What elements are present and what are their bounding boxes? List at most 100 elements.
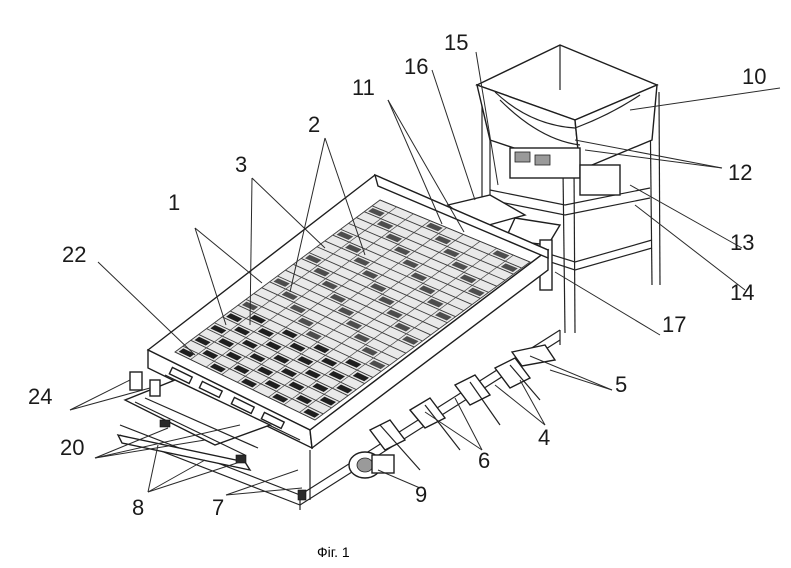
- grid-line: [222, 316, 365, 384]
- callout-9: 9: [415, 482, 427, 507]
- grid-cell: [281, 291, 298, 300]
- grid-cell: [376, 220, 394, 230]
- grid-line: [293, 263, 440, 330]
- grid-cell: [353, 333, 370, 343]
- grid-cell: [425, 222, 443, 232]
- grid-cell: [337, 307, 355, 316]
- grid-line: [205, 213, 414, 368]
- grid-cell: [345, 358, 362, 368]
- leader-lines: [69, 51, 781, 496]
- grid-line: [308, 252, 456, 318]
- grid-cell: [434, 235, 452, 245]
- sieve-grid: [174, 199, 531, 421]
- grid-cell: [329, 293, 347, 303]
- grid-cell: [312, 383, 329, 392]
- grid-cell: [368, 208, 385, 217]
- grid-cell: [426, 298, 444, 308]
- grid-cell: [233, 365, 250, 374]
- grid-cell: [272, 393, 289, 403]
- grid-cell: [289, 342, 306, 352]
- grid-cell: [209, 363, 226, 373]
- callout-17: 17: [662, 312, 686, 337]
- grid-cell: [378, 296, 395, 306]
- grid-cell: [249, 353, 266, 363]
- grid-line: [332, 234, 481, 299]
- actuators: [368, 344, 557, 471]
- hopper-assembly: [433, 44, 661, 334]
- grid-cell: [297, 356, 314, 366]
- grid-cell: [218, 338, 235, 348]
- callout-1: 1: [168, 190, 180, 215]
- grid-cell: [249, 314, 267, 324]
- grid-cell: [297, 317, 314, 327]
- grid-cell: [328, 371, 345, 380]
- grid-cell: [210, 325, 227, 334]
- callout-4: 4: [538, 425, 550, 450]
- grid-line: [364, 211, 514, 275]
- grid-cell: [202, 350, 219, 359]
- grid-cell: [451, 261, 469, 271]
- callout-12: 12: [728, 160, 752, 185]
- grid-line: [324, 240, 473, 305]
- grid-cell: [353, 257, 370, 266]
- grid-line: [245, 298, 390, 366]
- sieve-cells: [178, 208, 518, 418]
- grid-cell: [443, 248, 460, 258]
- grid-line: [269, 281, 415, 348]
- grid-cell: [361, 270, 379, 279]
- grid-line: [261, 287, 407, 354]
- grid-line: [340, 228, 489, 293]
- grid-cell: [319, 396, 336, 406]
- grid-line: [206, 328, 349, 397]
- callout-5: 5: [615, 372, 627, 397]
- grid-line: [190, 206, 397, 360]
- grid-line: [190, 339, 332, 409]
- grid-line: [299, 254, 514, 413]
- callout-14: 14: [730, 280, 754, 305]
- callout-7: 7: [212, 495, 224, 520]
- grid-cell: [295, 395, 313, 405]
- grid-line: [237, 304, 382, 372]
- callout-13: 13: [730, 230, 754, 255]
- grid-cell: [370, 283, 387, 292]
- grid-line: [356, 217, 506, 281]
- grid-cell: [257, 328, 274, 337]
- grid-cell: [178, 348, 195, 358]
- grid-line: [379, 199, 531, 263]
- grid-cell: [265, 341, 282, 351]
- grid-cell: [345, 320, 363, 330]
- grid-cell: [273, 354, 290, 364]
- callout-3: 3: [235, 152, 247, 177]
- grid-line: [268, 241, 481, 398]
- grid-cell: [500, 263, 518, 272]
- grid-line: [198, 334, 341, 403]
- grid-cell: [402, 259, 419, 269]
- grid-line: [371, 205, 522, 269]
- grid-cell: [345, 244, 362, 253]
- grid-cell: [194, 336, 211, 346]
- grid-cell: [435, 311, 452, 321]
- grid-cell: [321, 357, 338, 367]
- grid-cell: [386, 309, 403, 319]
- chassis-frame: [116, 329, 561, 510]
- callouts: 1 2 3 4 5 6 7 8 9 10 11 12 13 14 15 16 1…: [28, 30, 766, 520]
- grid-cell: [313, 267, 330, 277]
- grid-line: [348, 222, 498, 287]
- grid-cell: [234, 326, 251, 336]
- grid-cell: [304, 369, 321, 379]
- callout-15: 15: [444, 30, 468, 55]
- callout-2: 2: [308, 112, 320, 137]
- grid-cell: [410, 272, 428, 282]
- grid-line: [285, 269, 431, 336]
- callout-20: 20: [60, 435, 84, 460]
- grid-cell: [336, 384, 353, 394]
- grid-cell: [418, 285, 436, 295]
- grid-line: [237, 227, 447, 383]
- grid-cell: [369, 360, 386, 370]
- callout-22: 22: [62, 242, 86, 267]
- grid-cell: [289, 304, 306, 314]
- callout-10: 10: [742, 64, 766, 89]
- grid-cell: [467, 287, 485, 297]
- grid-line: [182, 345, 324, 415]
